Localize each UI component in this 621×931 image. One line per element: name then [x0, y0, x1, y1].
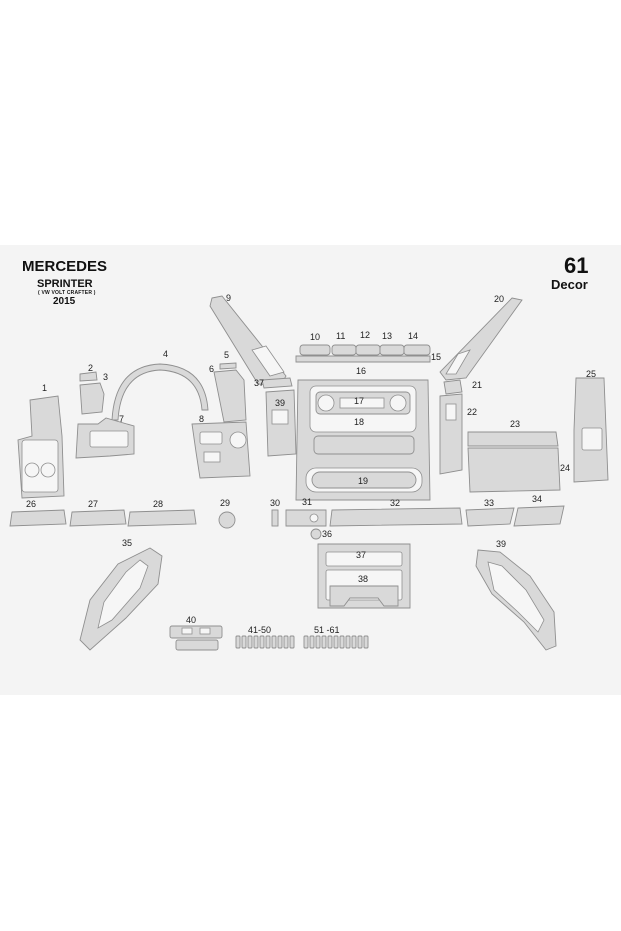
label-23: 23 [510, 419, 520, 429]
part-25 [573, 377, 609, 483]
label-24: 24 [560, 463, 570, 473]
kit-number: 61 [564, 253, 589, 278]
part-6 [213, 369, 247, 423]
part-15 [295, 355, 431, 363]
part-40 [169, 625, 223, 651]
part-20 [439, 297, 523, 381]
part-12 [355, 344, 381, 356]
label-7: 7 [119, 414, 124, 424]
label-30: 30 [270, 498, 280, 508]
label-8: 8 [199, 414, 204, 424]
part-35 [79, 547, 163, 651]
part-2 [79, 371, 98, 382]
model-note: ( VW VOLT CRAFTER ) [38, 290, 96, 296]
part-3 [79, 382, 105, 415]
label-33: 33 [484, 498, 494, 508]
label-29: 29 [220, 498, 230, 508]
label-9: 9 [226, 293, 231, 303]
part-11 [331, 344, 357, 356]
part-18 [313, 435, 415, 455]
kit-type: Decor [551, 277, 588, 292]
part-28 [127, 509, 197, 527]
part-1 [17, 395, 65, 499]
label-36: 36 [322, 529, 332, 539]
model-year: 2015 [53, 296, 76, 307]
parts-41-50 [235, 635, 295, 649]
label-35: 35 [122, 538, 132, 548]
label-1: 1 [42, 383, 47, 393]
label-27: 27 [88, 499, 98, 509]
label-39-lower: 39 [496, 539, 506, 549]
label-5: 5 [224, 350, 229, 360]
label-13: 13 [382, 331, 392, 341]
label-20: 20 [494, 294, 504, 304]
label-26: 26 [26, 499, 36, 509]
label-37-upper: 37 [254, 378, 264, 388]
part-8 [191, 421, 251, 479]
part-13 [379, 344, 405, 356]
label-28: 28 [153, 499, 163, 509]
label-40: 40 [186, 615, 196, 625]
label-41-50: 41-50 [248, 625, 271, 635]
brand-title: MERCEDES [22, 258, 108, 275]
part-23 [467, 431, 559, 447]
label-51-61: 51 -61 [314, 625, 340, 635]
label-17: 17 [354, 396, 364, 406]
label-12: 12 [360, 330, 370, 340]
label-39-upper: 39 [275, 398, 285, 408]
label-32: 32 [390, 498, 400, 508]
part-4 [111, 363, 209, 421]
part-32 [329, 507, 463, 527]
label-31: 31 [302, 497, 312, 507]
label-21: 21 [472, 380, 482, 390]
label-25: 25 [586, 369, 596, 379]
part-29 [218, 511, 236, 529]
label-3: 3 [103, 372, 108, 382]
label-2: 2 [88, 363, 93, 373]
label-6: 6 [209, 364, 214, 374]
part-7 [75, 417, 135, 459]
label-19: 19 [358, 476, 368, 486]
label-37-lower: 37 [356, 550, 366, 560]
part-21 [443, 379, 463, 395]
part-labels: 1 2 3 4 5 6 7 8 9 10 11 12 13 14 15 16 1… [26, 293, 596, 635]
part-5 [219, 362, 237, 370]
parts-51-61 [303, 635, 369, 649]
model-title: SPRINTER [37, 278, 93, 290]
part-31 [285, 509, 327, 527]
part-26 [9, 509, 67, 527]
label-18: 18 [354, 417, 364, 427]
part-22 [439, 393, 463, 475]
label-10: 10 [310, 332, 320, 342]
part-39-upper [265, 389, 297, 457]
label-15: 15 [431, 352, 441, 362]
part-14 [403, 344, 431, 356]
part-10 [299, 344, 331, 356]
label-16: 16 [356, 366, 366, 376]
part-37-upper [261, 377, 293, 389]
label-4: 4 [163, 349, 168, 359]
part-30 [271, 509, 279, 527]
label-38: 38 [358, 574, 368, 584]
part-33 [465, 507, 515, 527]
part-27 [69, 509, 127, 527]
label-22: 22 [467, 407, 477, 417]
label-34: 34 [532, 494, 542, 504]
part-36 [310, 528, 322, 540]
label-11: 11 [336, 331, 345, 341]
part-34 [513, 505, 565, 527]
part-19 [305, 467, 423, 493]
part-39-lower [475, 549, 557, 651]
part-24 [467, 447, 561, 493]
part-17 [315, 391, 411, 415]
label-14: 14 [408, 331, 418, 341]
part-38 [329, 585, 399, 607]
